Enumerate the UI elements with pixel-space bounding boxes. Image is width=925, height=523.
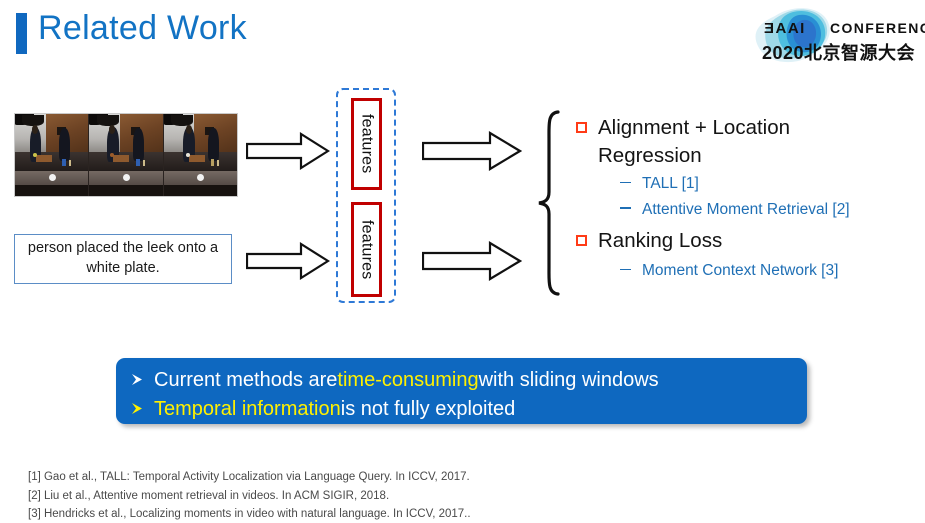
callout-line-1-pre: Current methods are (154, 369, 338, 391)
feature-box-video-label: features (358, 114, 376, 174)
dash-bullet-icon (620, 268, 631, 271)
references-list: [1] Gao et al., TALL: Temporal Activity … (28, 468, 471, 523)
video-frame (15, 114, 90, 196)
callout-line-1-highlight: time-consuming (337, 369, 479, 391)
curly-brace-icon (536, 110, 562, 296)
arrow-video-to-features-icon (246, 131, 330, 171)
feature-box-text-label: features (358, 219, 376, 280)
logo-conference-text: CONFERENCE (830, 20, 925, 36)
reference-1: [1] Gao et al., TALL: Temporal Activity … (28, 471, 470, 483)
callout-line-2: Temporal information is not fully exploi… (130, 395, 807, 424)
logo-year-text: 2020北京智源大会 (762, 43, 916, 63)
video-frame (163, 114, 237, 196)
page-title: Related Work (38, 9, 247, 47)
video-frame (89, 114, 164, 196)
outline-subitem-amr: Attentive Moment Retrieval [2] (620, 199, 921, 221)
square-bullet-icon (576, 234, 587, 246)
takeaway-callout: Current methods are time-consuming with … (116, 358, 807, 424)
outline-item-ranking-loss: Ranking Loss (576, 227, 921, 255)
callout-line-2-post: is not fully exploited (340, 398, 516, 420)
outline-subitem-mcn-label: Moment Context Network [3] (642, 262, 839, 280)
callout-line-1-post: with sliding windows (478, 369, 659, 391)
logo-blob-icon (755, 8, 830, 63)
arrow-text-to-features-icon (246, 241, 330, 281)
sentence-input-box: person placed the leek onto a white plat… (14, 234, 232, 284)
outline-list: Alignment + Location Regression TALL [1]… (576, 114, 921, 286)
chevron-right-icon (130, 372, 145, 387)
feature-box-text: features (351, 202, 382, 297)
outline-item-alignment: Alignment + Location Regression (576, 114, 921, 169)
arrow-features-to-outline-bottom-icon (422, 241, 522, 281)
outline-subitem-tall: TALL [1] (620, 173, 921, 195)
reference-3: [3] Hendricks et al., Localizing moments… (28, 508, 471, 521)
features-group: features features (336, 88, 396, 303)
outline-subitem-mcn: Moment Context Network [3] (620, 260, 921, 282)
dash-bullet-icon (620, 207, 631, 210)
title-accent-bar (16, 13, 27, 54)
baai-conference-logo: ƎAAI CONFERENCE 2020北京智源大会 (741, 6, 925, 68)
outline-subitem-amr-label: Attentive Moment Retrieval [2] (642, 201, 850, 219)
callout-line-1: Current methods are time-consuming with … (130, 366, 807, 395)
outline-subitem-tall-label: TALL [1] (642, 175, 699, 193)
logo-brand-text: ƎAAI (764, 20, 806, 37)
reference-2: [2] Liu et al., Attentive moment retriev… (28, 489, 390, 502)
square-bullet-icon (576, 122, 587, 133)
outline-item-alignment-label: Alignment + Location Regression (598, 116, 791, 167)
dash-bullet-icon (620, 181, 631, 184)
arrow-features-to-outline-top-icon (422, 131, 522, 171)
feature-box-video: features (351, 98, 382, 190)
video-frames-strip (14, 113, 238, 197)
outline-item-ranking-loss-label: Ranking Loss (598, 228, 723, 252)
chevron-right-icon (130, 401, 145, 416)
callout-line-2-highlight: Temporal information (154, 398, 341, 420)
